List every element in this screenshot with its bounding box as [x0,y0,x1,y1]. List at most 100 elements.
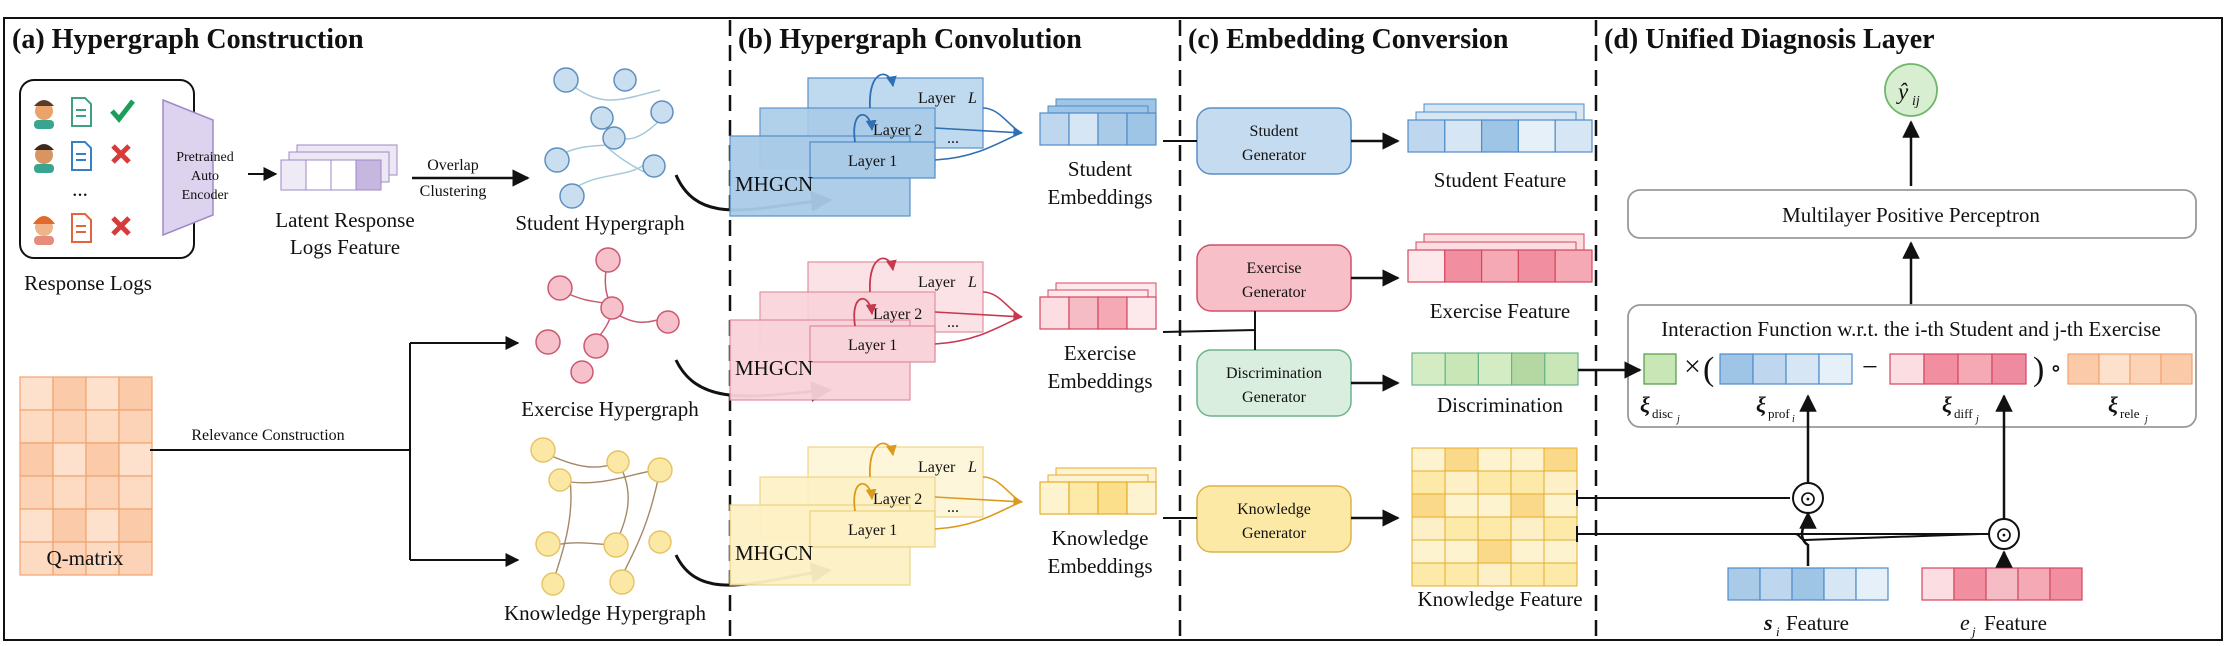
e-feature-vector-cell [2049,567,2083,601]
q-matrix-cell [118,409,153,444]
section-a-title: (a) Hypergraph Construction [12,24,364,55]
q-matrix-cell [52,508,87,543]
xi-diff-vector-cell [1889,353,1925,385]
exercise-feature-front-cell [1407,249,1446,283]
discrimination-label: Discrimination [1437,393,1563,417]
xi-diff-vector-cell [1957,353,1993,385]
svg-text:diff: diff [1954,406,1973,421]
knowledge-feature-cell [1411,516,1446,541]
q-matrix-cell [19,541,54,576]
embedding-front-cell [1068,481,1099,515]
knowledge-feature-cell [1444,516,1479,541]
embedding-label-1: Student [1068,157,1132,181]
e-feature-vector-cell [1921,567,1955,601]
output-y-hat: ŷ [1896,79,1909,104]
xi-disc-vector [1643,353,1677,385]
knowledge-feature-cell [1411,539,1446,564]
xi-diff-vector-cell [1923,353,1959,385]
embedding-front-cell [1039,481,1070,515]
embedding-front-cell [1068,296,1099,330]
q-matrix-cell [19,475,54,510]
skip-arrow-1 [853,297,877,327]
discrimination-vector-cell [1444,352,1479,386]
autoencoder-shape [162,98,214,237]
knowledge-feature-cell [1543,539,1578,564]
knowledge-feature-cell [1444,447,1479,472]
agg-line-1 [934,501,1021,530]
knowledge-feature-cell [1444,470,1479,495]
layer-l-label: Layer [918,90,956,107]
q-matrix-cell [118,541,153,576]
knowledge-feature-cell [1477,516,1512,541]
student-gen-line-2: Generator [1242,147,1307,164]
overlap-label-2: Clustering [420,183,487,200]
knowledge-feature-cell [1411,493,1446,518]
embedding-label-2: Embeddings [1048,554,1153,578]
student-feature-front-cell [1517,119,1556,153]
student-feature-label: Student Feature [1434,168,1566,192]
xi-rele-vector-cell [2129,353,2162,385]
cross-icon [111,216,131,236]
s-feature-vector-cell [1759,567,1793,601]
knowledge-hypergraph [530,437,673,596]
q-matrix-cell [85,442,120,477]
mlp-label: Multilayer Positive Perceptron [1782,203,2040,227]
layer-2-label: Layer 2 [873,491,922,508]
discrimination-vector-cell [1544,352,1579,386]
odot-symbol-2: ⊙ [1995,522,2013,547]
response-logs-label: Response Logs [24,271,152,295]
xi-rele-vector-cell [2160,353,2193,385]
discrimination-vector [1411,352,1579,386]
q-matrix-cell [85,409,120,444]
exercise-gen-line-1: Exercise [1246,260,1301,277]
svg-text:prof: prof [1768,406,1790,421]
arrow-s-feature-to-odot [1799,511,1817,566]
disc-gen-line-2: Generator [1242,389,1307,406]
layer-2-label: Layer 2 [873,306,922,323]
knowledge-feature-cell [1543,516,1578,541]
knowledge-feature-cell [1444,562,1479,587]
document-icon [71,141,92,171]
document-icon [71,97,92,127]
student-feature-front-cell [1444,119,1483,153]
layer-dots: ... [947,314,959,331]
layer-dots: ... [947,130,959,147]
interaction-label: Interaction Function w.r.t. the i-th Stu… [1661,317,2161,341]
exercise-feature-front-cell [1554,249,1593,283]
layer-l-var: L [967,459,977,476]
overlap-label-1: Overlap [427,157,479,174]
student-hypergraph-label: Student Hypergraph [515,211,685,235]
right-paren: ) [2033,351,2044,388]
output-subscript: ij [1912,94,1920,109]
q-matrix-cell [85,475,120,510]
s-feature-vector-cell [1823,567,1857,601]
knowledge-feature-cell [1477,562,1512,587]
times-symbol: × [1684,350,1701,383]
q-matrix-cell [19,442,54,477]
section-c-title: (c) Embedding Conversion [1188,24,1509,55]
skip-arrow-1 [853,482,877,512]
mlp-box: Multilayer Positive Perceptron [1627,189,2197,239]
svg-text:i: i [1792,414,1795,425]
layer-l-var: L [967,274,977,291]
exercise-feature-front-cell [1517,249,1556,283]
output-node: ŷ ij [1884,63,1938,117]
xi-prof-vector [1719,353,1853,385]
student-feature-front-cell [1554,119,1593,153]
agg-line-3 [934,127,1023,138]
svg-text:ξ: ξ [1640,392,1650,417]
cross-icon [111,144,131,164]
knowledge-feature-cell [1477,493,1512,518]
embedding-front [1039,296,1157,330]
xi-disc-vector-cell [1643,353,1677,385]
xi-prof-vector-cell [1785,353,1820,385]
agg-line-2 [982,291,1023,318]
latent-label-2: Logs Feature [290,235,400,259]
e-feature-vector [1921,567,2083,601]
q-matrix-cell [19,376,54,411]
discrimination-generator: Discrimination Generator [1196,349,1352,417]
agg-line-1 [934,132,1021,161]
